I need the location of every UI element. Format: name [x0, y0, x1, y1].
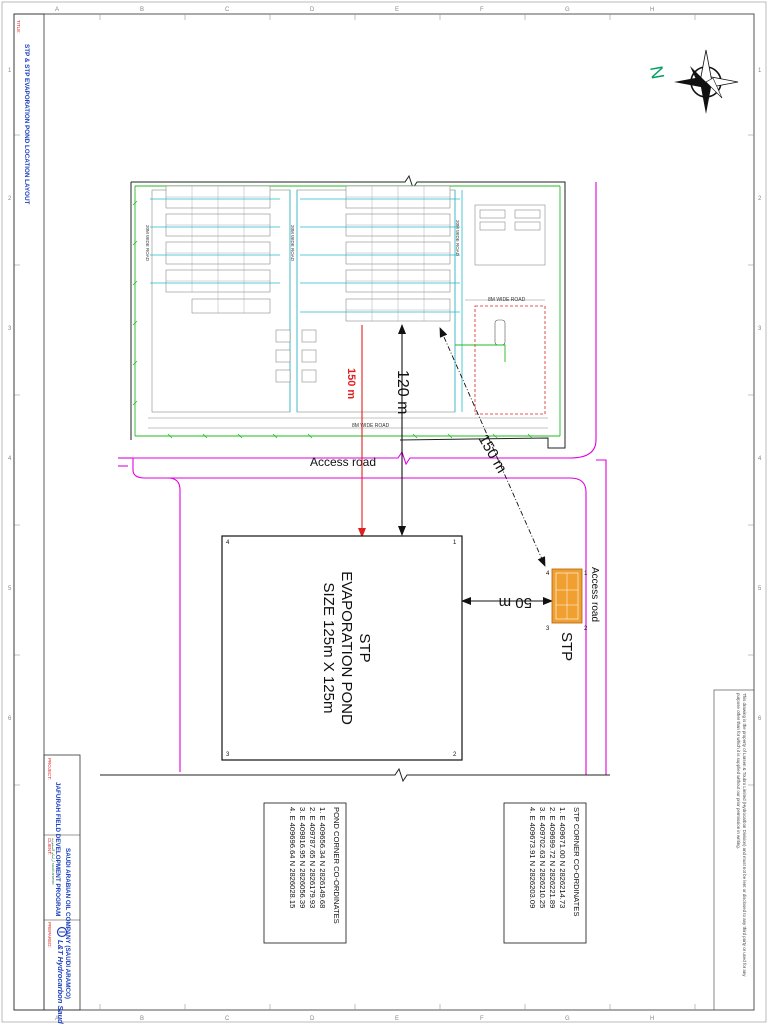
road-label-20m: 20M WIDE ROAD	[145, 225, 150, 262]
grid-number: 1	[8, 68, 12, 74]
stp-coords-row: 4. E 409673.91 N 2826203.09	[528, 807, 537, 908]
north-arrow-icon: N	[646, 49, 739, 114]
pond-coordinates-table: POND CORNER CO-ORDINATES 1. E 409656.34 …	[263, 802, 347, 944]
grid-letter: C	[225, 7, 230, 13]
grid-letter: G	[565, 1016, 570, 1022]
stp-corner-4: 4	[546, 571, 550, 577]
stp-label: STP	[558, 632, 575, 661]
grid-letter: B	[140, 1016, 144, 1022]
grid-letter: E	[395, 1016, 399, 1022]
stp-coords-row: 3. E 409702.63 N 2826210.25	[538, 807, 547, 908]
title-strip: TITLE: STP & STP EVAPORATION POND LOCATI…	[13, 13, 81, 1024]
grid-number: 4	[8, 456, 12, 462]
stp-coordinates-table: STP CORNER CO-ORDINATES 1. E 409671.00 N…	[503, 802, 587, 944]
dim-120m: 120 m	[394, 370, 411, 414]
grid-reference-marks	[14, 14, 754, 1010]
pond-corner-1: 1	[453, 540, 457, 546]
contractor-name: L&T Hydrocarbon Saudi Company	[56, 940, 65, 1024]
road-label-8m-right: 8M WIDE ROAD	[488, 297, 526, 303]
pond-corner-3: 3	[226, 752, 230, 758]
villa-compound: 8M WIDE ROAD 8M WIDE ROAD 20M WIDE ROAD …	[130, 174, 566, 449]
dim-50m: 50 m	[499, 594, 532, 611]
grid-letter: F	[480, 7, 484, 13]
lt-logo-icon	[56, 926, 68, 938]
stp-corner-2: 2	[584, 626, 588, 632]
road-label-20m: 20M WIDE ROAD	[290, 225, 295, 262]
grid-number: 1	[758, 68, 762, 74]
pond-label-line3: SIZE 125m X 125m	[320, 583, 337, 714]
grid-number: 6	[8, 716, 12, 722]
access-road-label: Access road	[310, 455, 376, 469]
road-label-8m: 8M WIDE ROAD	[352, 423, 390, 429]
inner-border	[13, 13, 755, 1011]
disclaimer-box: This drawing is the property of Larsen &…	[736, 693, 747, 977]
grid-letter: G	[565, 7, 570, 13]
grid-number: 3	[8, 326, 12, 332]
evaporation-pond: 1 2 3 4 STP EVAPORATION POND SIZE 125m X…	[221, 535, 463, 761]
grid-number: 6	[758, 716, 762, 722]
project-name: JAFURAH FIELD DEVELOPMENT PROGRAM	[54, 782, 61, 916]
grid-number: 5	[8, 586, 12, 592]
dimension-lines	[358, 324, 553, 605]
grid-letter: D	[310, 7, 315, 13]
pond-coords-row: 2. E 409787.65 N 2826179.93	[308, 807, 317, 908]
contractor-label: PREPARED:	[47, 922, 52, 948]
grid-letter: H	[650, 1016, 654, 1022]
stp-corner-3: 3	[546, 626, 550, 632]
grid-letter: F	[480, 1016, 484, 1022]
stp-unit: 1 2 3 4 STP	[546, 568, 588, 661]
client-name: SAUDI ARABIAN OIL COMPANY (SAUDI ARAMCO)	[64, 848, 71, 999]
pond-coords-row: 3. E 409816.95 N 2826056.39	[298, 807, 307, 908]
pond-coords-row: 1. E 409656.34 N 2826149.68	[318, 807, 327, 908]
grid-letter: B	[140, 7, 144, 13]
stp-coords-title: STP CORNER CO-ORDINATES	[572, 807, 581, 916]
grid-reference-labels: 1 2 3 4 5 6 1 2 3 4 5 6 A B C D E F G H …	[8, 7, 762, 1022]
grid-letter: H	[650, 7, 654, 13]
client-logo: أرامكو السعودية saudi aramco	[51, 838, 57, 885]
pond-coords-title: POND CORNER CO-ORDINATES	[332, 807, 341, 924]
break-line	[100, 767, 610, 783]
pond-coords-row: 4. E 409696.64 N 2826028.15	[288, 807, 297, 908]
project-label: PROJECT:	[47, 758, 52, 780]
pond-corner-2: 2	[453, 752, 457, 758]
road-label-20m: 20M WIDE ROAD	[455, 220, 460, 257]
stp-coords-row: 2. E 409699.72 N 2826221.89	[548, 807, 557, 908]
pond-corner-4: 4	[226, 540, 230, 546]
grid-letter: A	[55, 1016, 59, 1022]
title-label: TITLE:	[16, 20, 21, 34]
north-label: N	[646, 64, 668, 80]
grid-letter: A	[55, 7, 59, 13]
drawing-title: STP & STP EVAPORATION POND LOCATION LAYO…	[23, 44, 30, 205]
client-label: CLIENT:	[47, 838, 52, 855]
pond-label-line1: STP	[356, 633, 373, 662]
dim-150m-red: 150 m	[345, 368, 357, 399]
access-road-label-right: Access road	[589, 567, 600, 622]
stp-corner-1: 1	[584, 571, 588, 577]
disclaimer-text: This drawing is the property of Larsen &…	[736, 693, 747, 977]
grid-number: 2	[758, 196, 762, 202]
stp-coords-row: 1. E 409671.00 N 2826214.73	[558, 807, 567, 908]
pond-label-line2: EVAPORATION POND	[338, 571, 355, 725]
grid-letter: E	[395, 7, 399, 13]
grid-letter: C	[225, 1016, 230, 1022]
disclaimer-block: This drawing is the property of Larsen &…	[713, 689, 755, 1011]
grid-number: 2	[8, 196, 12, 202]
grid-number: 4	[758, 456, 762, 462]
grid-letter: D	[310, 1016, 315, 1022]
grid-number: 3	[758, 326, 762, 332]
grid-number: 5	[758, 586, 762, 592]
